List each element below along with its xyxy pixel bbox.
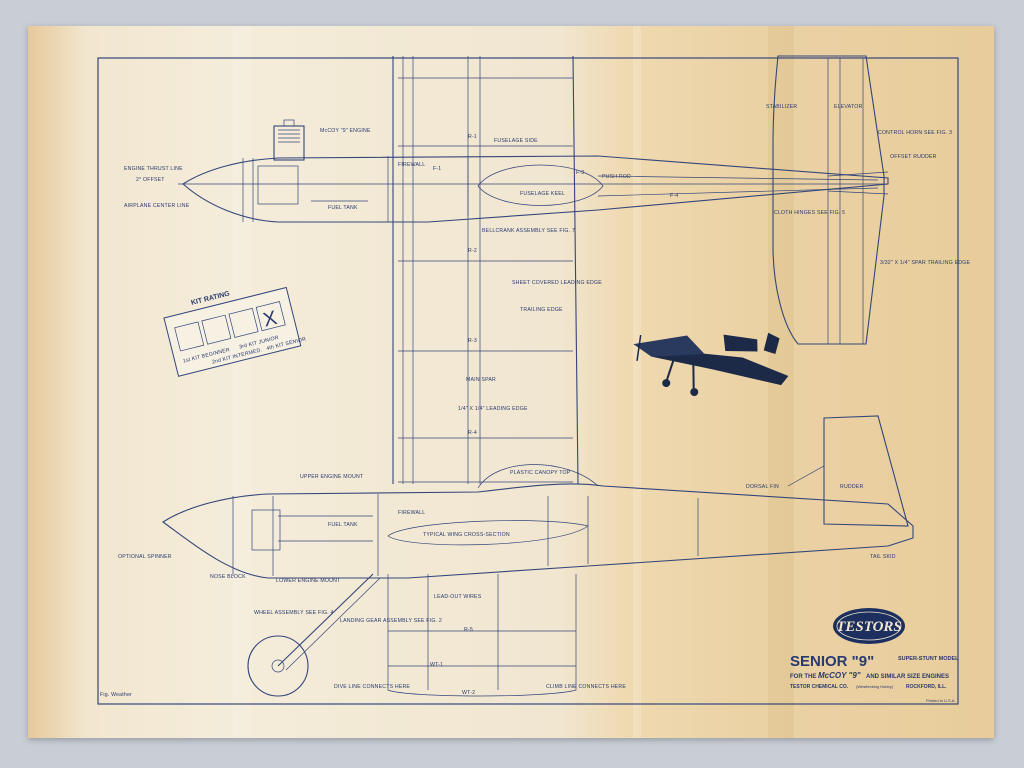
label-r2: R-2 <box>468 248 477 254</box>
model-name: SENIOR "9" <box>790 653 874 670</box>
label-cloth-hinges: CLOTH HINGES SEE FIG. 5 <box>774 210 845 216</box>
plan-sheet: McCOY "9" ENGINE ENGINE THRUST LINE 2° O… <box>28 26 994 738</box>
label-engine: McCOY "9" ENGINE <box>320 128 371 134</box>
label-r4: R-4 <box>468 430 477 436</box>
label-fuel-tank-side: FUEL TANK <box>328 522 358 528</box>
label-wt2: WT-2 <box>462 690 475 696</box>
label-nose-block: NOSE BLOCK <box>210 574 246 580</box>
for-line-1: FOR THE <box>790 674 816 680</box>
label-trailing: TRAILING EDGE <box>520 307 563 313</box>
label-f3: F-3 <box>576 170 584 176</box>
label-bellcrank: BELLCRANK ASSEMBLY SEE FIG. 7 <box>482 228 575 234</box>
for-line-2: AND SIMILAR SIZE ENGINES <box>866 674 949 680</box>
label-firewall: FIREWALL <box>398 162 425 168</box>
plan-labels: McCOY "9" ENGINE ENGINE THRUST LINE 2° O… <box>100 104 970 698</box>
label-horn: CONTROL HORN SEE FIG. 3 <box>878 130 952 136</box>
plan-border <box>97 57 959 705</box>
title-block: SENIOR "9" SUPER-STUNT MODEL FOR THE McC… <box>790 653 959 703</box>
label-elevator: ELEVATOR <box>834 104 862 110</box>
company-city: ROCKFORD, ILL. <box>906 684 947 690</box>
label-sheet-covered: SHEET COVERED LEADING EDGE <box>512 280 602 286</box>
label-f4: F-4 <box>670 193 678 199</box>
label-push-rod: PUSH ROD <box>602 174 631 180</box>
company-note: (Wesftexklng Hobby) <box>856 684 894 689</box>
label-tail-skid: TAIL SKID <box>870 554 896 560</box>
label-firewall-side: FIREWALL <box>398 510 425 516</box>
label-thrust: ENGINE THRUST LINE <box>124 166 183 172</box>
company-name: TESTOR CHEMICAL CO. <box>790 684 849 690</box>
engine-drawing <box>273 119 305 161</box>
label-wt1: WT-1 <box>430 662 443 668</box>
label-r3: R-3 <box>468 338 477 344</box>
label-note: Fig. Weather <box>100 692 132 698</box>
label-fuselage-keel: FUSELAGE KEEL <box>520 191 565 197</box>
airplane-illustration <box>633 332 789 397</box>
label-leadout: LEAD-OUT WIRES <box>434 594 482 600</box>
testors-logo: TESTORS <box>833 608 905 644</box>
label-spar-te: 3/32" X 1/4" SPAR TRAILING EDGE <box>880 260 970 266</box>
label-main-spar: MAIN SPAR <box>466 377 496 383</box>
label-r5: R-5 <box>464 627 473 633</box>
label-fuel-tank: FUEL TANK <box>328 205 358 211</box>
label-rudder: RUDDER <box>840 484 863 490</box>
wing-plan-view <box>387 55 579 697</box>
label-lower-mount: LOWER ENGINE MOUNT <box>276 578 341 584</box>
label-plastic-canopy: PLASTIC CANOPY TOP <box>510 470 571 476</box>
label-landing-gear: LANDING GEAR ASSEMBLY SEE FIG. 2 <box>340 618 442 624</box>
label-wheel-assembly: WHEEL ASSEMBLY SEE FIG. 4 <box>254 610 334 616</box>
label-climb-line: CLIMB LINE CONNECTS HERE <box>546 684 626 690</box>
label-offset-rudder: OFFSET RUDDER <box>890 154 937 160</box>
label-upper-mount: UPPER ENGINE MOUNT <box>300 474 364 480</box>
label-dorsal-fin: DORSAL FIN <box>746 484 779 490</box>
fuselage-side-view <box>162 415 914 697</box>
label-dive-line: DIVE LINE CONNECTS HERE <box>334 684 410 690</box>
printed-note: Printed in U.S.A. <box>926 698 956 703</box>
logo-text: TESTORS <box>836 619 902 635</box>
stabilizer-plan-view <box>772 55 885 345</box>
label-typical-wing: TYPICAL WING CROSS-SECTION <box>423 532 510 538</box>
label-stabilizer: STABILIZER <box>766 104 797 110</box>
kit-rating-check-mark: X <box>261 307 279 332</box>
label-r1: R-1 <box>468 134 477 140</box>
for-engine: McCOY "9" <box>818 671 861 680</box>
label-fuselage-side: FUSELAGE SIDE <box>494 138 538 144</box>
label-offset: 2° OFFSET <box>136 177 165 183</box>
fuselage-plan-view <box>178 155 889 223</box>
model-subtitle: SUPER-STUNT MODEL <box>898 656 959 662</box>
label-optional-spinner: OPTIONAL SPINNER <box>118 554 172 560</box>
label-center: AIRPLANE CENTER LINE <box>124 203 190 209</box>
label-f1: F-1 <box>433 166 441 172</box>
label-le-size: 1/4" X 1/4" LEADING EDGE <box>458 406 528 412</box>
blueprint-drawing: McCOY "9" ENGINE ENGINE THRUST LINE 2° O… <box>97 26 970 738</box>
